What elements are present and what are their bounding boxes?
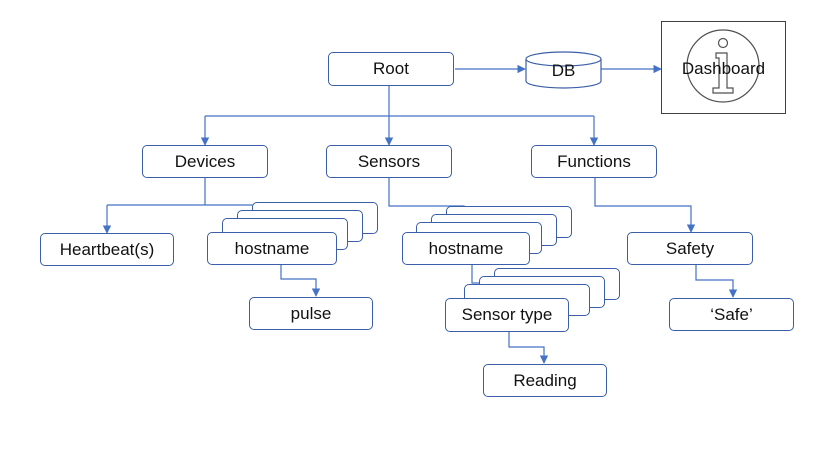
root-label: Root [373, 59, 409, 78]
pulse-node: pulse [249, 297, 373, 330]
edge-functions-safety [594, 178, 696, 233]
sensor-type-node: Sensor type [445, 298, 569, 332]
sensor-hostname-node: hostname [402, 232, 530, 265]
devices-label: Devices [174, 151, 236, 171]
sensors-node: Sensors [326, 145, 452, 178]
safe-label: ‘Safe’ [710, 304, 753, 324]
reading-node: Reading [483, 364, 607, 397]
root-node: Root [328, 52, 454, 86]
sensor-type-label: Sensor type [461, 305, 553, 324]
dashboard-frame [661, 21, 786, 114]
functions-node: Functions [531, 145, 657, 178]
safety-node: Safety [627, 232, 753, 265]
edge-sensortype-reading [508, 332, 549, 364]
devices-node: Devices [142, 145, 268, 178]
reading-label: Reading [513, 370, 577, 390]
edge-safety-safe [695, 265, 738, 298]
safety-label: Safety [665, 238, 715, 258]
functions-label: Functions [557, 151, 631, 171]
database-cylinder-icon [525, 51, 602, 89]
sensors-label: Sensors [357, 151, 421, 171]
safe-node: ‘Safe’ [669, 298, 794, 331]
edge-hostname-pulse [280, 265, 321, 297]
pulse-label: pulse [290, 303, 332, 323]
heartbeat-node: Heartbeat(s) [40, 233, 174, 266]
sensor-hostname-label: hostname [428, 238, 504, 258]
device-hostname-label: hostname [234, 238, 310, 258]
heartbeat-label: Heartbeat(s) [59, 239, 155, 259]
device-hostname-node: hostname [207, 232, 337, 265]
